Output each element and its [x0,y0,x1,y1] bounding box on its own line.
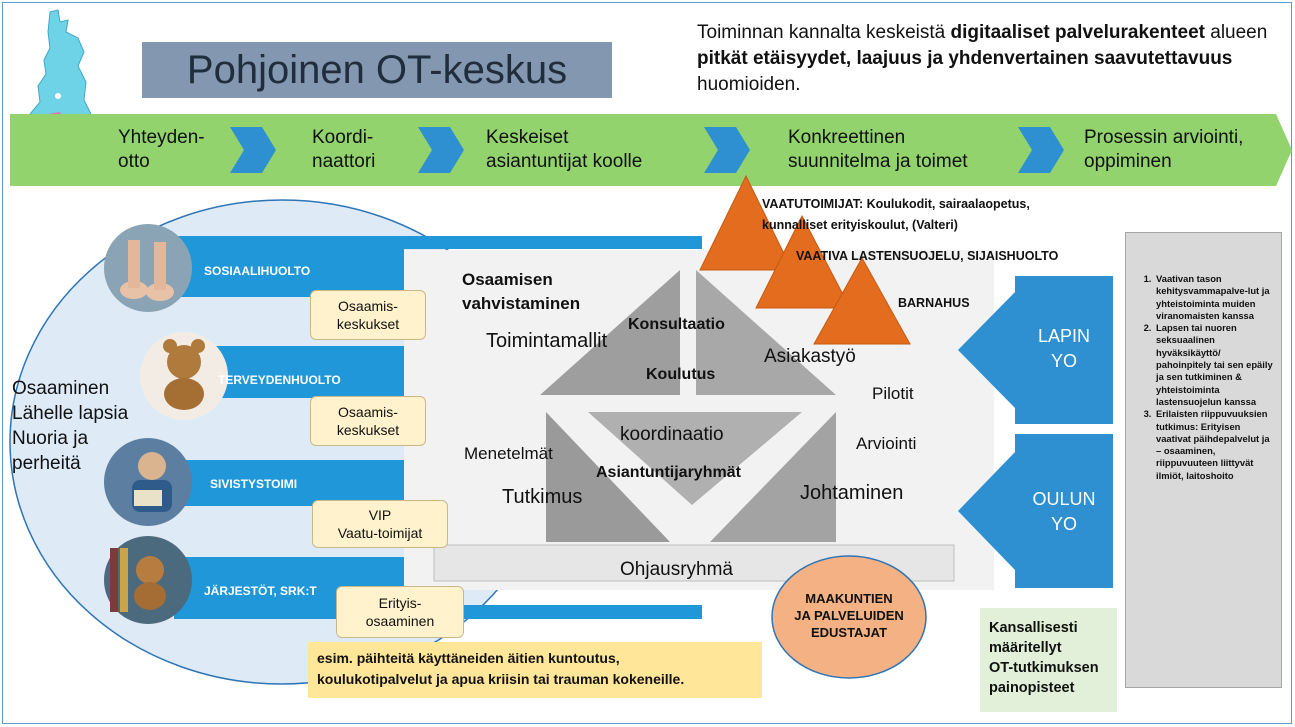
process-step-line: Keskeiset [486,127,569,148]
process-band [10,114,1292,186]
photo-reading-child [104,438,192,526]
yo-line: YO [1050,351,1077,371]
ohjausryhma-label: Ohjausryhmä [620,559,733,580]
intro-part: huomioiden. [697,74,801,95]
tag-line: Osaamis- [338,404,398,420]
chevron-icon [1018,127,1064,173]
chevron-icon [704,127,750,173]
center-heading-line: vahvistaminen [462,294,581,313]
intro-text: Toiminnan kannalta keskeistä digitaalise… [697,20,1287,98]
left-circle-line: Osaaminen [12,378,110,399]
process-step-line: Koordi- [312,127,374,148]
process-step-5: Prosessin arviointi, oppiminen [1084,126,1243,174]
left-circle-line: Lähelle lapsia [12,403,129,424]
intro-bold: pitkät etäisyydet, laajuus ja yhdenverta… [697,48,1233,69]
process-step-3: Keskeiset asiantuntijat koolle [486,126,642,174]
sector-label: SIVISTYSTOIMI [210,477,298,491]
maakunnat-line: EDUSTAJAT [810,625,888,640]
center-heading-line: Osaamisen [462,270,553,289]
title-box [142,42,612,98]
chevron-icon [230,127,276,173]
yo-line: OULUN [1032,489,1096,509]
konsultaatio-label: Konsultaatio [628,316,725,333]
process-step-line: naattori [312,151,376,172]
list-item: Erilaisten riippuvuuksien tutkimus: Erit… [1154,408,1275,482]
intro-bold: digitaaliset palvelurakenteet [950,22,1205,43]
maakunnat-label: MAAKUNTIEN JA PALVELUIDEN EDUSTAJAT [772,590,926,641]
yo-line: LAPIN [1037,326,1091,346]
process-step-2: Koordi- naattori [312,126,375,174]
list-item: Lapsen tai nuoren seksuaalinen hyväksikä… [1154,322,1275,408]
pilotit-label: Pilotit [872,384,914,403]
oulun-yo-label: OULUN YO [1015,487,1113,537]
process-step-4: Konkreettinen suunnitelma ja toimet [788,126,968,174]
vaativa-lastensuojelu-text: VAATIVA LASTENSUOJELU, SIJAISHUOLTO [796,249,1059,263]
vaatu-line: VAATUTOIMIJAT: Koulukodit, sairaalaopetu… [762,197,1030,211]
center-heading: Osaamisen vahvistaminen [462,268,580,316]
kans-line: määritellyt [989,640,1062,656]
photo-teddy-books [104,536,192,624]
intro-part: Toiminnan kannalta keskeistä [697,22,951,43]
photo-teddy [140,332,228,420]
process-step-line: oppiminen [1084,151,1172,172]
process-step-line: Yhteyden- [118,127,205,148]
process-step-line: Prosessin arviointi, [1084,127,1244,148]
asiakastyo-label: Asiakastyö [764,346,856,367]
johtaminen-label: Johtaminen [800,482,904,504]
koordinaatio-label: koordinaatio [620,424,724,445]
maakunnat-line: MAAKUNTIEN [805,591,893,606]
note-line: koulukotipalvelut ja apua kriisin tai tr… [317,671,685,687]
sector-label: TERVEYDENHUOLTO [218,373,341,387]
kans-line: OT-tutkimuksen [989,660,1099,676]
tutkimus-label: Tutkimus [502,486,583,508]
tag-line: Vaatu-toimijat [337,525,423,541]
photo-feet [104,224,192,312]
left-circle-line: perheitä [12,453,81,474]
arviointi-label: Arviointi [856,434,917,453]
toimintamallit-label: Toimintamallit [486,330,608,352]
vaatu-line: kunnalliset erityiskoulut, (Valteri) [762,218,958,232]
menetelmat-label: Menetelmät [464,444,553,463]
sector-tag: VIP Vaatu-toimijat [312,500,448,548]
tag-line: Osaamis- [338,298,398,314]
vaatutoimijat-text: VAATUTOIMIJAT: Koulukodit, sairaalaopetu… [762,194,1030,236]
process-step-line: otto [118,151,150,172]
left-circle-line: Nuoria ja [12,428,89,449]
tag-line: Erityis- [378,595,422,611]
maakunnat-line: JA PALVELUIDEN [794,608,904,623]
kans-line: painopisteet [989,680,1075,696]
tag-line: keskukset [336,422,400,438]
tag-line: VIP [368,507,392,523]
intro-part: alueen [1204,22,1268,43]
left-circle-text: Osaaminen Lähelle lapsia Nuoria ja perhe… [12,376,128,476]
lapin-yo-label: LAPIN YO [1015,324,1113,374]
asiantuntijaryhmat-label: Asiantuntijaryhmät [596,464,741,481]
example-note: esim. päihteitä käyttäneiden äitien kunt… [308,642,762,698]
process-step-line: Konkreettinen [788,127,906,148]
sector-tag: Osaamis-keskukset [310,290,426,340]
sector-label: SOSIAALIHUOLTO [204,264,311,278]
yo-line: YO [1050,514,1077,534]
page-title: Pohjoinen OT-keskus [186,47,568,92]
process-step-1: Yhteyden- otto [118,126,205,174]
barnahus-text: BARNAHUS [898,296,970,310]
list-item: Vaativan tason kehitysvammapalve-lut ja … [1154,273,1275,322]
koulutus-label: Koulutus [646,366,716,383]
process-step-line: suunnitelma ja toimet [788,151,968,172]
process-step-line: asiantuntijat koolle [486,151,643,172]
research-priorities-list: Vaativan tason kehitysvammapalve-lut ja … [1125,232,1282,688]
sector-tag: Erityis-osaaminen [336,586,464,638]
sector-tag: Osaamis-keskukset [310,396,426,446]
chevron-icon [418,127,464,173]
tag-line: osaaminen [365,613,435,629]
national-research-label: Kansallisesti määritellyt OT-tutkimuksen… [980,608,1117,712]
tag-line: keskukset [336,316,400,332]
note-line: esim. päihteitä käyttäneiden äitien kunt… [317,650,620,666]
kans-line: Kansallisesti [989,620,1078,636]
sector-label: JÄRJESTÖT, SRK:T [204,584,317,598]
